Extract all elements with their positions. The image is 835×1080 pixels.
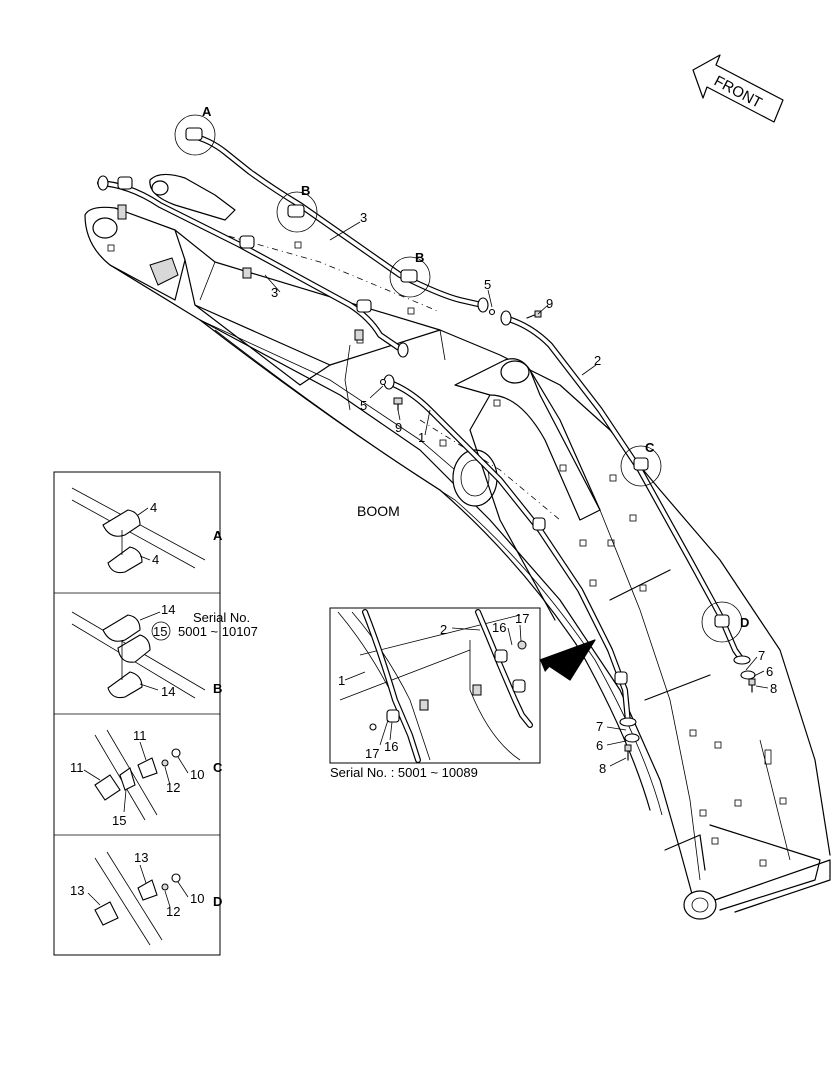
pipe-clamps — [117, 176, 628, 685]
leader-lines — [264, 221, 769, 767]
svg-text:D: D — [740, 615, 749, 630]
detail-circle-B-1: B — [276, 183, 318, 233]
inset-callout-16-upper: 16 — [492, 620, 506, 635]
svg-text:14: 14 — [161, 602, 175, 617]
callout-1-main: 1 — [418, 430, 425, 445]
detail-B: 14 15 14 Serial No. 5001 ~ 10107 B — [71, 602, 258, 699]
svg-text:12: 12 — [166, 904, 180, 919]
boom-body — [84, 173, 831, 920]
callout-5-upper: 5 — [484, 277, 491, 292]
callout-3-lower: 3 — [271, 285, 278, 300]
svg-text:B: B — [213, 681, 222, 696]
svg-text:10: 10 — [190, 767, 204, 782]
callout-8-lower: 8 — [599, 761, 606, 776]
inset-callout-1: 1 — [338, 673, 345, 688]
svg-text:A: A — [202, 104, 212, 119]
inset-callout-2: 2 — [440, 622, 447, 637]
svg-text:D: D — [213, 894, 222, 909]
svg-text:11: 11 — [70, 760, 84, 775]
svg-text:B: B — [415, 250, 424, 265]
svg-text:5001 ~ 10107: 5001 ~ 10107 — [178, 624, 258, 639]
callout-5-lower: 5 — [360, 398, 367, 413]
detail-circle-C: C — [620, 440, 662, 487]
svg-text:A: A — [213, 528, 223, 543]
svg-text:Serial No.: Serial No. — [193, 610, 250, 625]
callout-2-main: 2 — [594, 353, 601, 368]
svg-text:4: 4 — [152, 552, 159, 567]
detail-circle-D: D — [701, 601, 749, 643]
callout-6-lower: 6 — [596, 738, 603, 753]
svg-text:C: C — [213, 760, 223, 775]
callout-8-right: 8 — [770, 681, 777, 696]
detail-C: 11 11 10 12 15 C — [70, 728, 223, 828]
svg-text:14: 14 — [161, 684, 175, 699]
svg-text:11: 11 — [133, 728, 147, 743]
svg-text:13: 13 — [134, 850, 148, 865]
callout-7-right: 7 — [758, 648, 765, 663]
inset-callout-17-lower: 17 — [365, 746, 379, 761]
detail-circle-B-2: B — [389, 250, 431, 298]
svg-text:15: 15 — [153, 624, 167, 639]
detail-A: 4 4 A — [71, 487, 223, 574]
detail-D: 13 13 10 12 D — [70, 850, 222, 946]
inset-serial-label: Serial No. : 5001 ~ 10089 — [330, 765, 478, 780]
callout-6-right: 6 — [766, 664, 773, 679]
inset-callout-16-lower: 16 — [384, 739, 398, 754]
detail-circle-A: A — [174, 104, 216, 156]
svg-text:4: 4 — [150, 500, 157, 515]
svg-text:B: B — [301, 183, 310, 198]
inset-callout-17-upper: 17 — [515, 611, 529, 626]
callout-7-lower: 7 — [596, 719, 603, 734]
pipe-2 — [502, 315, 745, 663]
pipe-flanges — [97, 175, 751, 727]
callout-9-lower: 9 — [395, 420, 402, 435]
svg-text:10: 10 — [190, 891, 204, 906]
serial-inset: 1 2 16 17 17 16 Serial No. : 5001 ~ 1008… — [329, 607, 596, 780]
front-arrow: FRONT — [692, 54, 784, 123]
svg-text:13: 13 — [70, 883, 84, 898]
svg-text:C: C — [645, 440, 655, 455]
detail-panels: 4 4 A 14 15 14 Serial No. 5001 ~ 10107 B — [53, 471, 258, 956]
svg-text:15: 15 — [112, 813, 126, 828]
pipe-3-upper — [187, 132, 485, 308]
svg-text:12: 12 — [166, 780, 180, 795]
boom-label: BOOM — [357, 503, 400, 519]
callout-9-upper: 9 — [546, 296, 553, 311]
pipe-1 — [385, 379, 631, 725]
callout-3-upper: 3 — [360, 210, 367, 225]
